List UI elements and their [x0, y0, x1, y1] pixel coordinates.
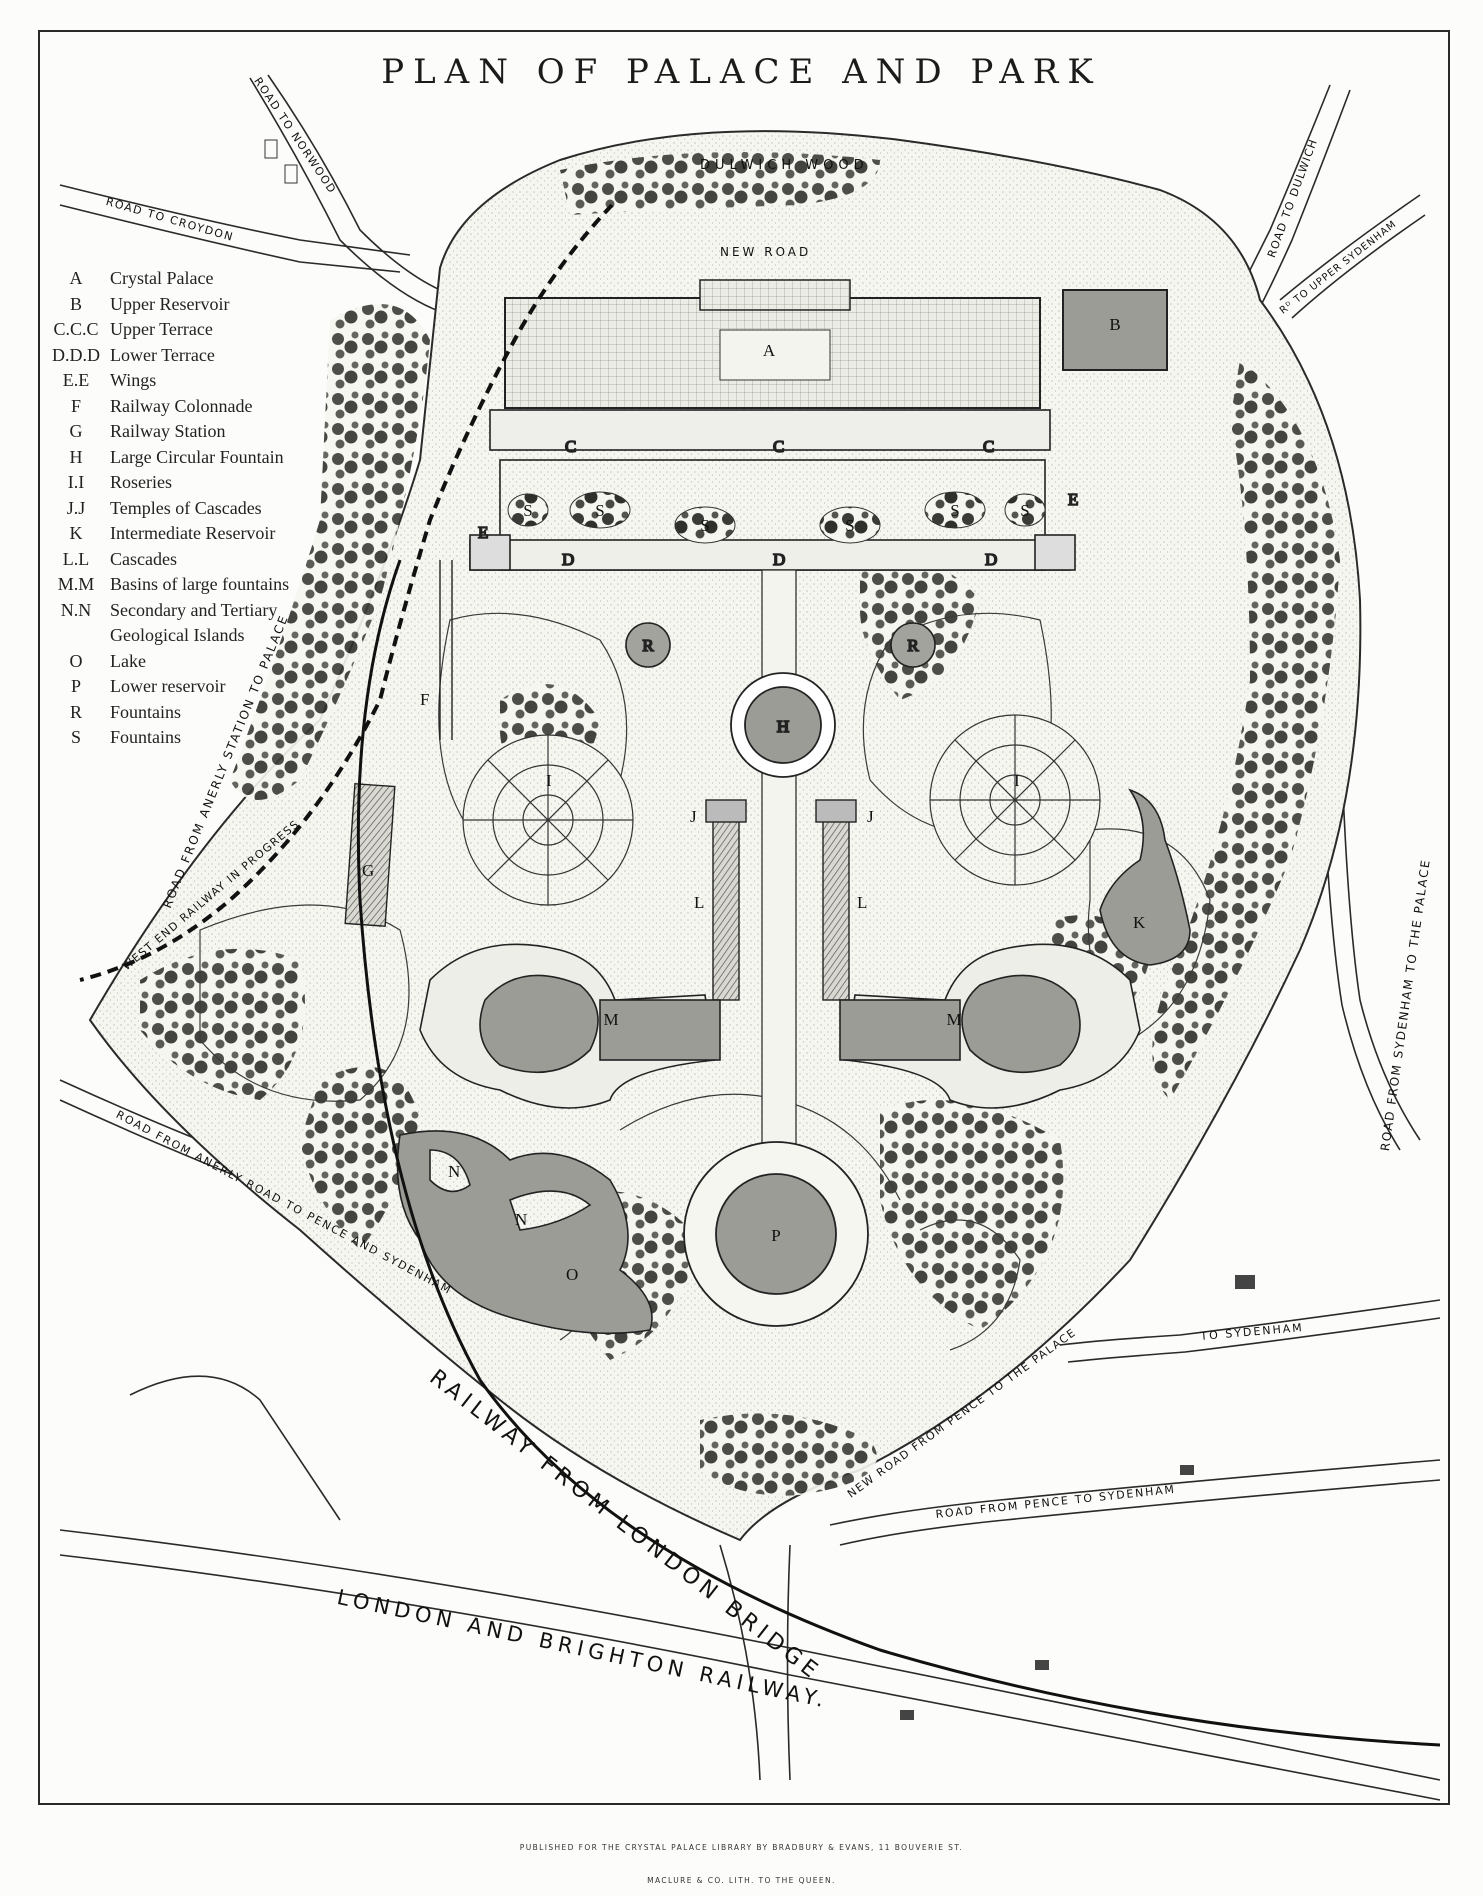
central-avenue — [761, 569, 797, 1161]
svg-text:C: C — [773, 437, 784, 456]
publisher-credit: PUBLISHED FOR THE CRYSTAL PALACE LIBRARY… — [519, 1843, 964, 1852]
svg-text:S: S — [700, 516, 709, 535]
svg-text:B: B — [1109, 315, 1120, 334]
svg-text:I: I — [546, 771, 552, 790]
svg-text:L: L — [694, 893, 704, 912]
terraces: C C C D D D E E — [469, 409, 1079, 571]
svg-text:J: J — [867, 807, 874, 826]
svg-text:D: D — [985, 550, 997, 569]
buildings — [264, 139, 1255, 1720]
cascades: J J L L — [690, 799, 874, 1001]
svg-text:I: I — [1014, 771, 1020, 790]
railways — [79, 203, 1441, 1747]
svg-text:R: R — [642, 636, 654, 655]
svg-text:P: P — [771, 1226, 780, 1245]
svg-text:C: C — [565, 437, 576, 456]
large-fountain-basins: M M — [419, 943, 1141, 1109]
intermediate-reservoir: K — [1099, 788, 1191, 966]
lower-reservoir: P — [683, 1141, 869, 1327]
fountains-r: R R — [625, 622, 936, 668]
legend-row: Geological Islands — [110, 625, 245, 645]
svg-text:F: F — [420, 690, 429, 709]
upper-reservoir: B — [1062, 289, 1168, 371]
map-title: PLAN OF PALACE AND PARK — [381, 52, 1102, 92]
svg-text:M: M — [603, 1010, 618, 1029]
svg-text:K: K — [1133, 913, 1146, 932]
svg-text:M: M — [946, 1010, 961, 1029]
fountain-beds-s: S S S S S S — [507, 491, 1046, 544]
map-border — [38, 30, 1450, 1805]
svg-text:S: S — [950, 501, 959, 520]
svg-text:E: E — [478, 523, 488, 542]
svg-text:E: E — [1068, 490, 1078, 509]
svg-text:N: N — [448, 1162, 460, 1181]
svg-text:S: S — [1020, 501, 1029, 520]
large-circular-fountain: H — [730, 672, 836, 778]
label-new-road: NEW ROAD — [720, 245, 812, 259]
svg-text:D: D — [773, 550, 785, 569]
svg-text:C: C — [983, 437, 994, 456]
label-dulwich-wood: DULWICH WOOD — [700, 158, 869, 173]
svg-text:D: D — [562, 550, 574, 569]
svg-text:H: H — [777, 717, 789, 736]
svg-text:S: S — [595, 501, 604, 520]
svg-text:R: R — [907, 636, 919, 655]
roseries: I I — [462, 714, 1101, 906]
crystal-palace: A — [504, 279, 1041, 409]
printer-credit: MACLURE & CO. LITH. TO THE QUEEN. — [647, 1876, 836, 1885]
svg-text:G: G — [362, 861, 374, 880]
svg-text:S: S — [845, 516, 854, 535]
svg-text:A: A — [763, 341, 776, 360]
svg-text:O: O — [566, 1265, 578, 1284]
svg-text:J: J — [690, 807, 697, 826]
svg-text:S: S — [523, 501, 532, 520]
svg-text:N: N — [515, 1210, 527, 1229]
svg-text:L: L — [857, 893, 867, 912]
